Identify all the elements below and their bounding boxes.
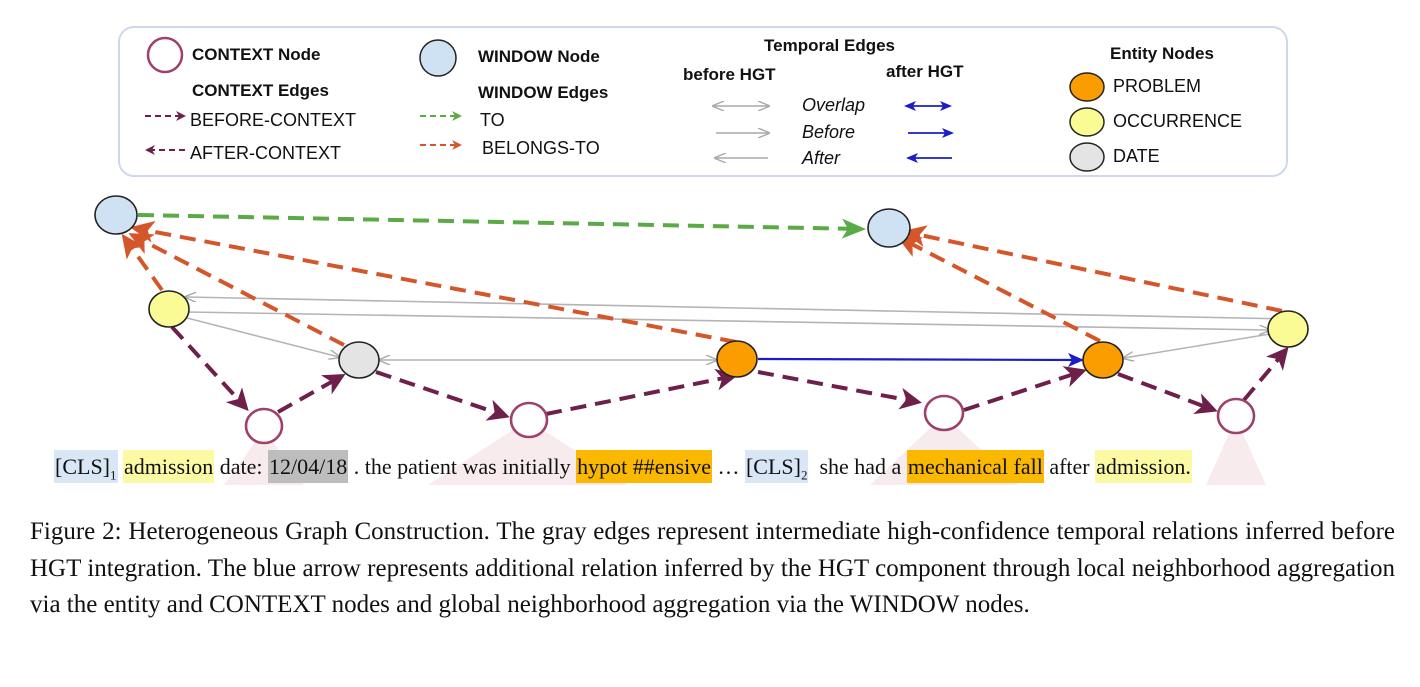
token-after: after	[1043, 454, 1096, 479]
hgt-inferred-edge	[757, 352, 1084, 367]
legend-context-edges-label: CONTEXT Edges	[192, 81, 329, 100]
legend-problem-label: PROBLEM	[1113, 76, 1202, 96]
legend-after-label: After	[802, 148, 841, 168]
token-text-date-label: date:	[214, 454, 268, 479]
token-hypotensive: hypot ##ensive	[576, 450, 712, 483]
window-node-2	[867, 208, 911, 248]
context-edges	[170, 325, 1289, 421]
legend-to-label: TO	[480, 110, 505, 130]
ctx-edge-ctx1-date	[277, 374, 346, 414]
ctx-edge-prob1-ctx3	[757, 370, 922, 410]
belongs-edge-occ1-win1	[121, 233, 164, 292]
token-text-1: . the patient was initially	[348, 454, 577, 479]
legend-box	[118, 26, 1288, 177]
legend-occurrence-label: OCCURRENCE	[1113, 111, 1243, 131]
token-sequence: [CLS]1 admission date: 12/04/18 . the pa…	[54, 450, 1192, 492]
legend-context-node-icon	[146, 36, 184, 74]
ctx-edge-ctx3-prob2	[963, 366, 1087, 412]
legend-entity-nodes-label: Entity Nodes	[1110, 44, 1214, 63]
token-cls-1: [CLS]1	[54, 450, 118, 483]
token-mechanical-fall: mechanical fall	[906, 450, 1044, 483]
legend-problem-icon	[1069, 72, 1105, 102]
legend-window-node-label: WINDOW Node	[478, 47, 600, 66]
legend-date-label: DATE	[1113, 146, 1160, 166]
occurrence-node-admission-2	[1267, 310, 1309, 348]
legend-window-node-icon	[419, 39, 457, 77]
legend-window-edges-label: WINDOW Edges	[478, 83, 609, 102]
token-date-value: 12/04/18	[268, 450, 349, 483]
belongs-edge-prob1-win1	[130, 220, 737, 344]
legend-after-context-label: AFTER-CONTEXT	[190, 143, 341, 163]
belongs-edge-date-win1	[128, 233, 345, 347]
legend-occurrence-icon	[1069, 107, 1105, 137]
legend-overlap-label: Overlap	[802, 95, 866, 115]
token-cls-1-subscript: 1	[110, 467, 117, 483]
context-node-1	[244, 407, 284, 445]
gray-edge-occ1-occ2-b	[186, 311, 1269, 330]
gray-temporal-edges	[186, 297, 1291, 360]
figure-caption: Figure 2: Heterogeneous Graph Constructi…	[30, 518, 1395, 618]
legend-before-context-label: BEFORE-CONTEXT	[190, 110, 357, 130]
context-node-4	[1216, 397, 1256, 435]
ctx-edge-prob2-ctx4	[1117, 372, 1218, 414]
belongs-edge-prob2-win2	[896, 236, 1101, 343]
context-node-3	[923, 394, 965, 432]
gray-edge-occ1-occ2	[186, 297, 1291, 320]
legend-before-label: Before	[802, 122, 856, 142]
context-node-2	[509, 401, 549, 439]
token-cls-2: [CLS]2	[744, 450, 809, 483]
legend-date-icon	[1069, 142, 1105, 172]
token-admission-2: admission.	[1095, 450, 1192, 483]
ctx-edge-ctx4-occ2	[1242, 346, 1289, 402]
problem-node-hypotensive	[716, 340, 758, 378]
belongs-to-edges	[121, 220, 1283, 347]
legend-context-node-label: CONTEXT Node	[192, 45, 321, 64]
token-cls-2-subscript: 2	[800, 467, 808, 483]
ctx-edge-occ1-ctx1	[170, 325, 249, 411]
date-node	[338, 341, 380, 379]
ctx-edge-date-ctx2	[375, 370, 510, 421]
legend-marks	[145, 36, 1105, 172]
belongs-edge-occ2-win2	[902, 225, 1283, 313]
graph-figure: CONTEXT Node CONTEXT Edges BEFORE-CONTEX…	[54, 26, 1309, 492]
ctx-edge-ctx2-prob1	[545, 368, 738, 416]
problem-node-mechanical-fall	[1082, 341, 1124, 379]
gray-edge-occ2-prob2	[1124, 333, 1271, 358]
graph-nodes	[94, 195, 1309, 445]
attention-shade-4	[1206, 418, 1266, 485]
window-node-1	[94, 195, 138, 235]
gray-edge-occ1-date	[186, 317, 339, 357]
token-text-2: she had a	[808, 454, 907, 479]
legend-temporal-edges-label: Temporal Edges	[764, 36, 895, 55]
occurrence-node-admission-1	[148, 290, 190, 328]
token-admission-1: admission	[123, 450, 215, 483]
legend-before-hgt-label: before HGT	[683, 65, 776, 84]
legend-after-hgt-label: after HGT	[886, 62, 964, 81]
token-ellipsis: …	[711, 454, 745, 479]
legend-belongs-to-label: BELONGS-TO	[482, 138, 600, 158]
window-to-edge	[137, 213, 866, 239]
